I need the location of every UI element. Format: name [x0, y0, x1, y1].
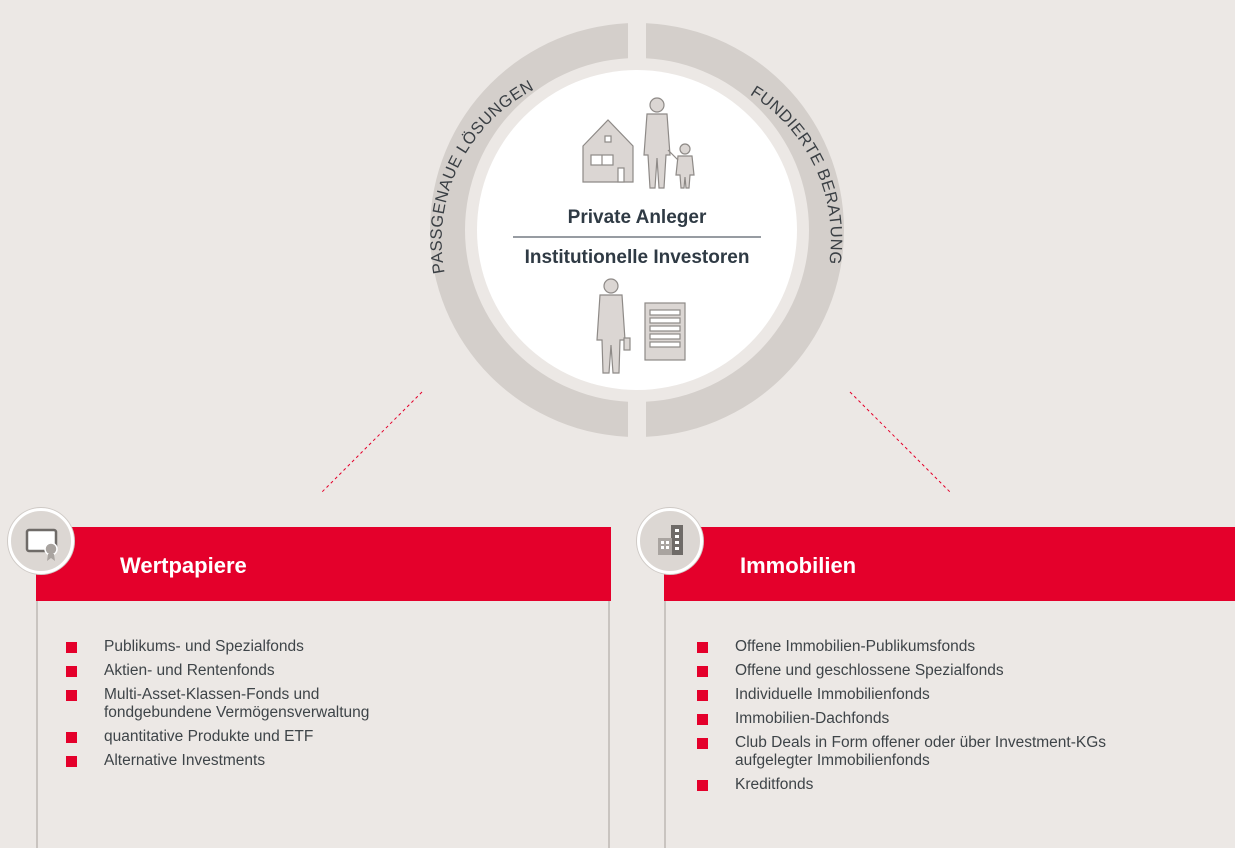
panel-title: Wertpapiere	[120, 553, 247, 578]
bullet-square-icon	[66, 732, 77, 743]
list-item: Offene und geschlossene Spezialfonds	[697, 662, 1217, 680]
list-item: Offene Immobilien-Publikumsfonds	[697, 638, 1217, 656]
list-item-text: Aktien- und Rentenfonds	[104, 662, 275, 679]
list-item-text: Offene Immobilien-Publikumsfonds	[735, 638, 976, 655]
panel-right-border	[608, 601, 610, 848]
panel-left-border	[664, 601, 666, 848]
bullet-square-icon	[697, 690, 708, 701]
bullet-square-icon	[697, 780, 708, 791]
list-item: Publikums- und Spezialfonds	[66, 638, 586, 656]
building-icon	[637, 508, 703, 574]
list-item: Club Deals in Form offener oder über Inv…	[697, 734, 1217, 770]
list-item-text: Kreditfonds	[735, 776, 814, 793]
bullet-square-icon	[697, 642, 708, 653]
bullet-square-icon	[697, 714, 708, 725]
panel-banner: Immobilien	[664, 527, 1235, 601]
list-item: Multi-Asset-Klassen-Fonds und fondgebund…	[66, 686, 586, 722]
list-item: Alternative Investments	[66, 752, 586, 770]
list-item: Aktien- und Rentenfonds	[66, 662, 586, 680]
certificate-icon	[8, 508, 74, 574]
list-item: Individuelle Immobilienfonds	[697, 686, 1217, 704]
center-label-bottom: Institutionelle Investoren	[525, 247, 750, 268]
bullet-square-icon	[66, 642, 77, 653]
bullet-square-icon	[697, 738, 708, 749]
bullet-square-icon	[66, 666, 77, 677]
outer-ring	[430, 15, 844, 455]
bullet-square-icon	[66, 756, 77, 767]
businessman-icon	[596, 278, 631, 374]
list-item-text: Offene und geschlossene Spezialfonds	[735, 662, 1004, 679]
bullet-square-icon	[66, 690, 77, 701]
panel-left-border	[36, 601, 38, 848]
connector-right	[849, 391, 951, 493]
house-icon	[582, 119, 634, 183]
bullet-square-icon	[697, 666, 708, 677]
list-item: quantitative Produkte und ETF	[66, 728, 586, 746]
list-item-text: Publikums- und Spezialfonds	[104, 638, 304, 655]
list-item: Immobilien-Dachfonds	[697, 710, 1217, 728]
family-icon	[643, 97, 695, 189]
office-building-icon	[644, 302, 686, 361]
list-item-text: Individuelle Immobilienfonds	[735, 686, 930, 703]
connector-left	[321, 391, 423, 493]
panel-banner: Wertpapiere	[36, 527, 611, 601]
list-item: Kreditfonds	[697, 776, 1217, 794]
list-item-text: Club Deals in Form offener oder über Inv…	[735, 734, 1107, 769]
list-item-text: Multi-Asset-Klassen-Fonds und fondgebund…	[104, 686, 370, 721]
list-item-text: Immobilien-Dachfonds	[735, 710, 890, 727]
list-item-text: Alternative Investments	[104, 752, 266, 769]
panel-title: Immobilien	[740, 553, 857, 578]
center-label-top: Private Anleger	[568, 207, 707, 228]
list-item-text: quantitative Produkte und ETF	[104, 728, 314, 745]
